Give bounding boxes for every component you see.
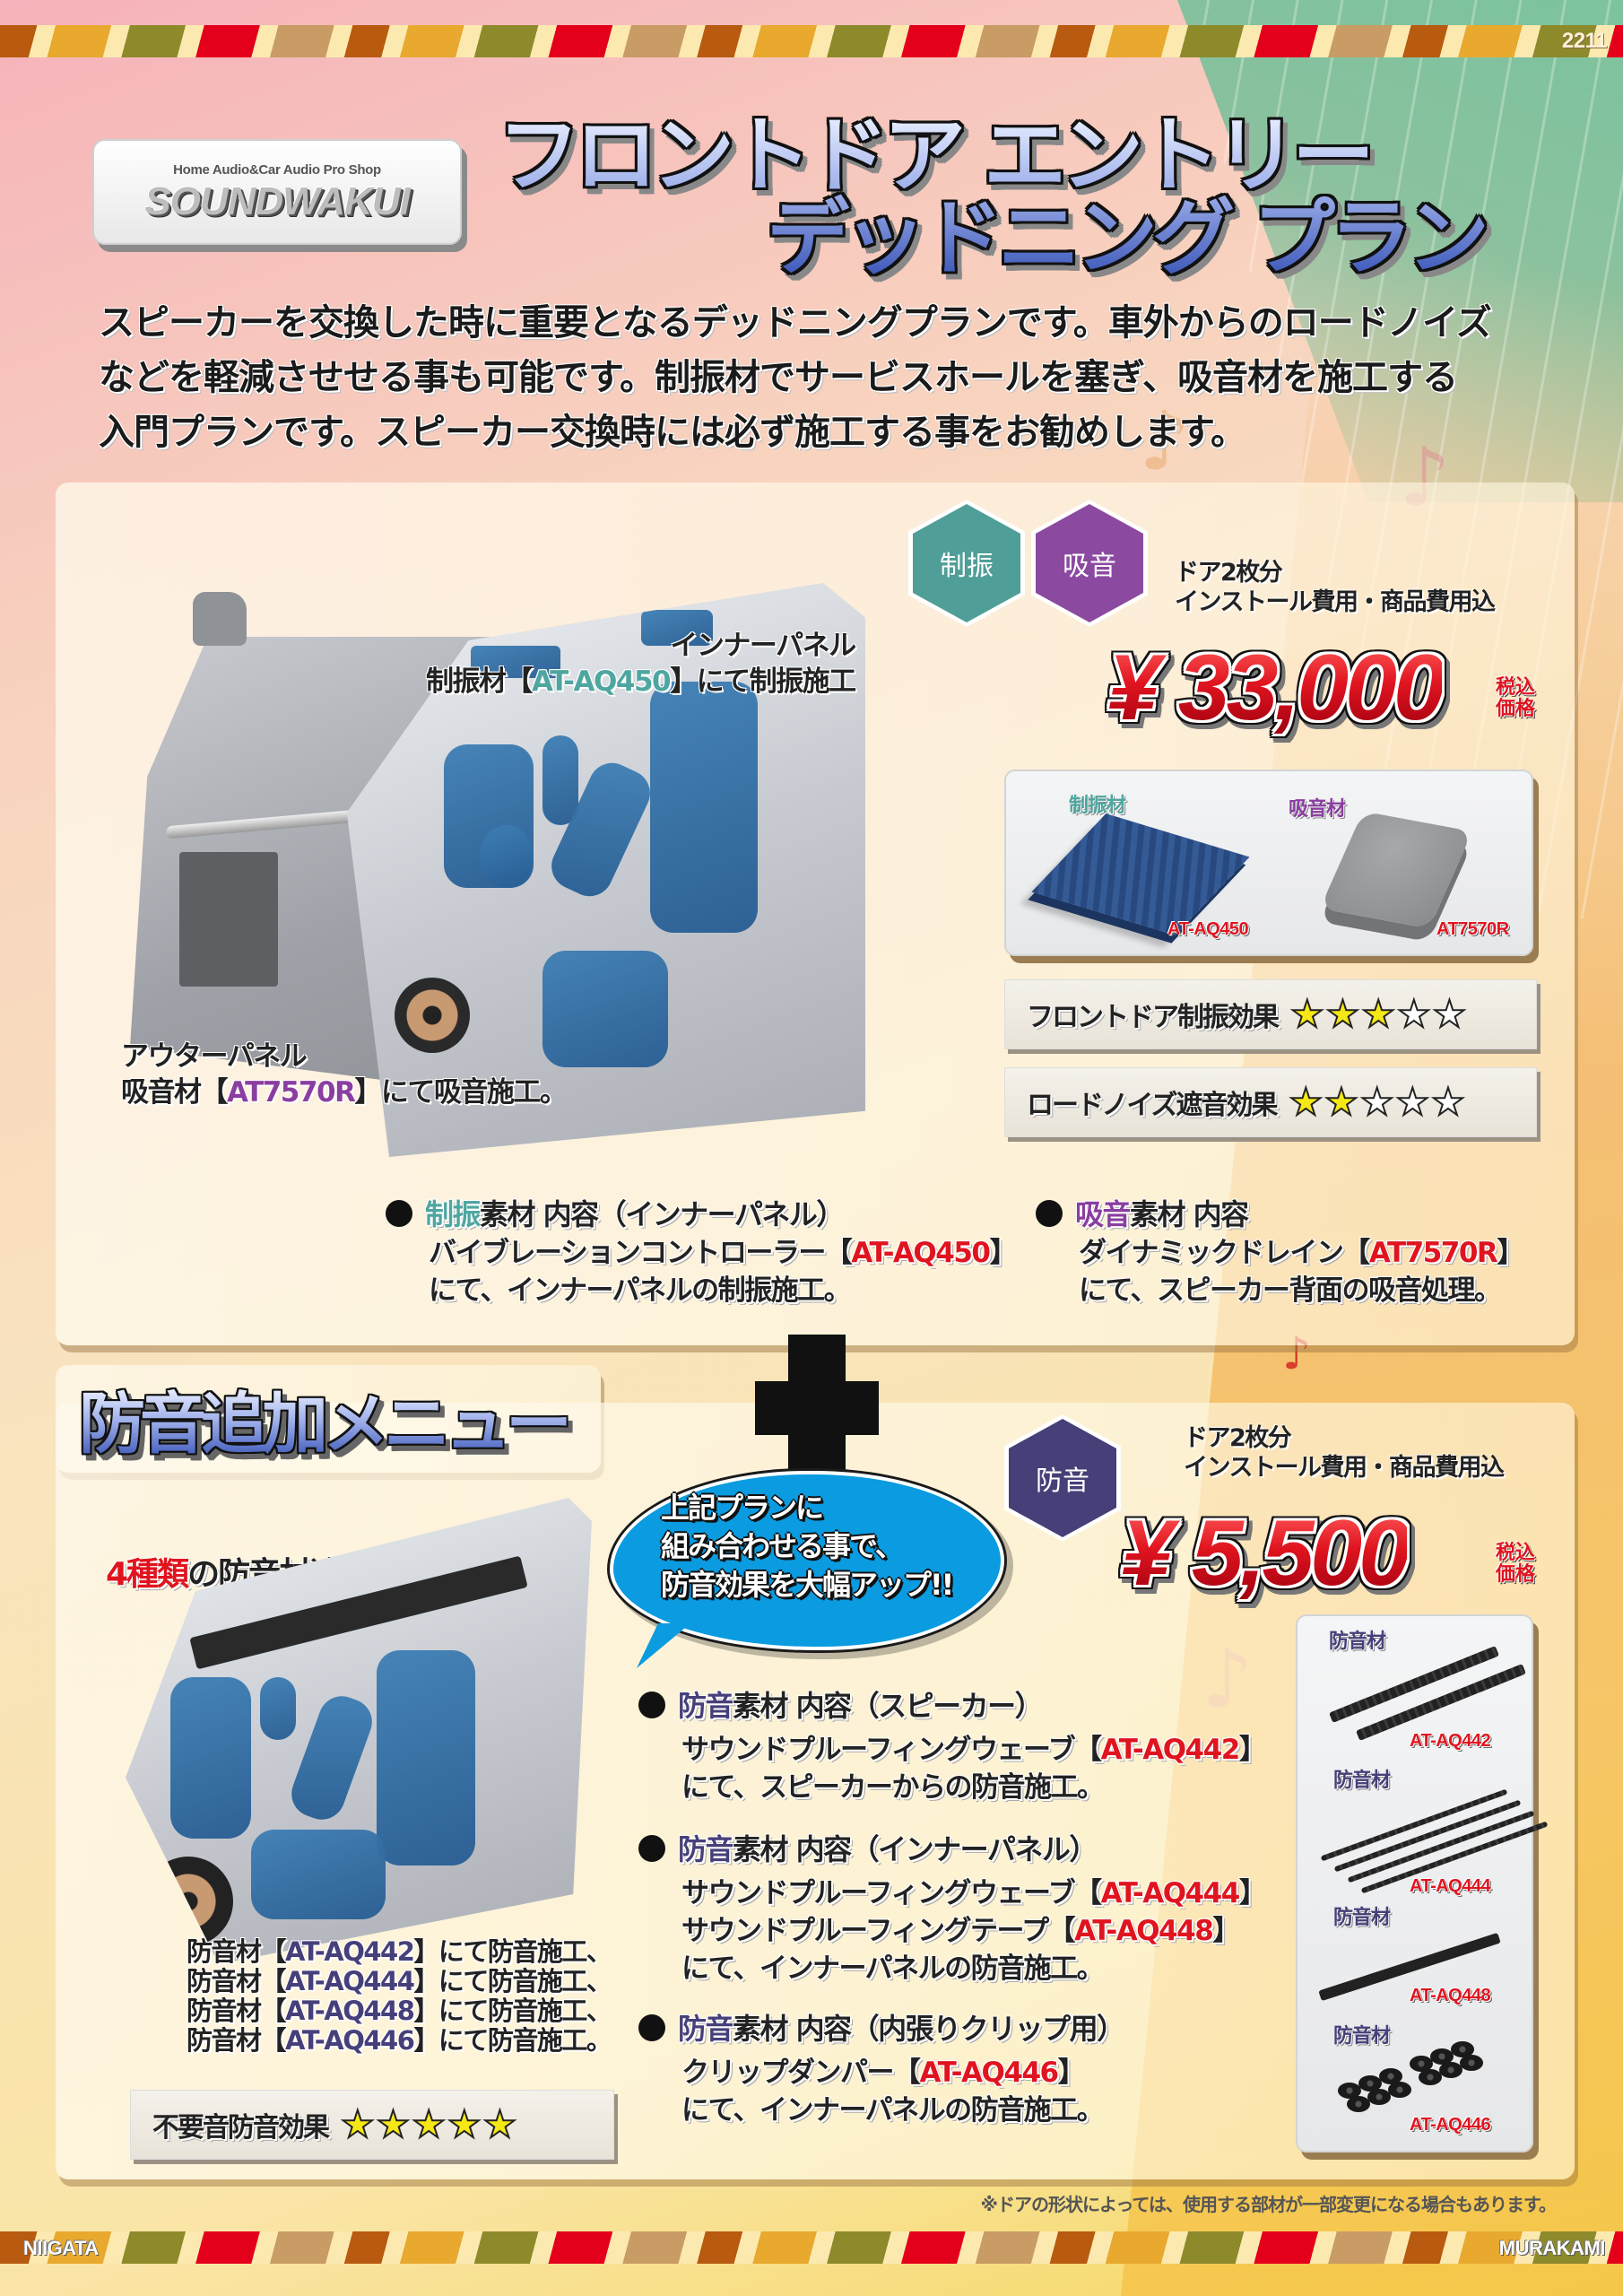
star-empty-icon: ★ bbox=[1396, 992, 1432, 1036]
bullet-icon bbox=[638, 1835, 665, 1862]
product-category: 吸音材 bbox=[1289, 798, 1346, 821]
badge-soundproofing: 防音 bbox=[1009, 1419, 1116, 1537]
star-filled-icon: ★ bbox=[482, 2102, 518, 2146]
product-code: AT-AQ446 bbox=[1410, 2115, 1491, 2135]
bullet-icon bbox=[638, 1692, 665, 1718]
addon-detail-clip: 防音素材 内容（内張りクリップ用） クリップダンパー【AT-AQ446】 にて、… bbox=[638, 2009, 1125, 2129]
inner-panel-annotation: インナーパネル 制振材【AT-AQ450】にて制振施工 bbox=[426, 630, 856, 698]
inner-panel-label: インナーパネル bbox=[670, 630, 856, 662]
intro-text: スピーカーを交換した時に重要となるデッドニングプランです。車外からのロードノイズ… bbox=[99, 296, 1569, 460]
city-label-right: MURAKAMI bbox=[1498, 2237, 1606, 2259]
intro-line-2: などを軽減させせる事も可能です。制振材でサービスホールを塞ぎ、吸音材を施工する bbox=[99, 357, 1458, 398]
addon-title: 防音追加メニュー bbox=[79, 1386, 572, 1463]
star-filled-icon: ★ bbox=[1289, 992, 1325, 1036]
star-filled-icon: ★ bbox=[1325, 992, 1361, 1036]
badge-vibration-damping: 制振 bbox=[913, 504, 1020, 622]
star-filled-icon: ★ bbox=[447, 2102, 482, 2146]
city-label-left: NIIGATA bbox=[23, 2237, 99, 2259]
star-filled-icon: ★ bbox=[1324, 1080, 1359, 1124]
logo-name: SOUNDWAKUI bbox=[144, 179, 411, 223]
plan-product-box: 制振材 AT-AQ450 吸音材 AT7570R bbox=[1004, 770, 1533, 956]
speech-bubble-text: 上記プランに 組み合わせる事で、 防音効果を大幅アップ!! bbox=[661, 1491, 954, 1602]
bullet-icon bbox=[638, 2014, 665, 2041]
plus-icon-bar bbox=[755, 1381, 879, 1435]
addon-price: ¥ 5,500 bbox=[1121, 1501, 1410, 1605]
outer-panel-code: AT7570R bbox=[227, 1076, 356, 1109]
logo-tagline: Home Audio&Car Audio Pro Shop bbox=[173, 162, 381, 178]
rating-soundproofing: 不要音防音効果 ★★★★★ bbox=[130, 2090, 614, 2160]
inner-panel-code: AT-AQ450 bbox=[532, 665, 672, 698]
title-line-1: フロントドア エントリー bbox=[498, 108, 1370, 204]
star-filled-icon: ★ bbox=[1289, 1080, 1324, 1124]
product-code: AT-AQ450 bbox=[1167, 919, 1249, 939]
speech-bubble bbox=[610, 1471, 1004, 1650]
bullet-icon bbox=[1036, 1200, 1063, 1227]
product-code: AT7570R bbox=[1436, 919, 1509, 939]
plan-price-note: ドア2枚分 インストール費用・商品費用込 bbox=[1175, 559, 1496, 616]
shop-logo: Home Audio&Car Audio Pro Shop SOUNDWAKUI bbox=[92, 139, 462, 245]
decorative-band-top bbox=[0, 25, 1623, 57]
product-code: AT-AQ448 bbox=[1410, 1986, 1491, 2005]
star-empty-icon: ★ bbox=[1432, 992, 1468, 1036]
addon-detail-speaker: 防音素材 内容（スピーカー） サウンドプルーフィングウェーブ【AT-AQ442】… bbox=[638, 1686, 1267, 1806]
plan-detail-absorption: 吸音素材 内容 ダイナミックドレイン【AT7570R】 にて、スピーカー背面の吸… bbox=[1036, 1195, 1524, 1309]
star-empty-icon: ★ bbox=[1430, 1080, 1466, 1124]
plan-price: ¥ 33,000 bbox=[1107, 636, 1445, 740]
inner-panel-image bbox=[126, 1498, 592, 1964]
addon-product-box: 防音材 AT-AQ442 防音材 AT-AQ444 防音材 AT-AQ448 防… bbox=[1296, 1614, 1549, 2152]
addon-price-note: ドア2枚分 インストール費用・商品費用込 bbox=[1184, 1424, 1505, 1482]
rating-vibration-damping: フロントドア制振効果 ★★★★★ bbox=[1004, 979, 1537, 1049]
intro-line-3: 入門プランです。スピーカー交換時には必ず施工する事をお勧めします。 bbox=[99, 412, 1246, 453]
outer-panel-annotation: アウターパネル 吸音材【AT7570R】にて吸音施工。 bbox=[121, 1040, 568, 1109]
page-title: フロントドア エントリー デッドニング プラン bbox=[498, 115, 1529, 280]
page-number: 2211 bbox=[1561, 29, 1608, 53]
door-illustration-addon bbox=[108, 1480, 610, 1982]
star-filled-icon: ★ bbox=[376, 2102, 412, 2146]
absorber-sheet-image bbox=[1319, 811, 1473, 929]
product-category: 制振材 bbox=[1069, 795, 1126, 817]
door-illustration-plan bbox=[112, 556, 883, 1166]
star-filled-icon: ★ bbox=[411, 2102, 447, 2146]
star-empty-icon: ★ bbox=[1394, 1080, 1430, 1124]
intro-line-1: スピーカーを交換した時に重要となるデッドニングプランです。車外からのロードノイズ bbox=[99, 302, 1492, 344]
addon-detail-inner-panel: 防音素材 内容（インナーパネル） サウンドプルーフィングウェーブ【AT-AQ44… bbox=[638, 1830, 1267, 1987]
addon-tax-label: 税込 価格 bbox=[1495, 1542, 1535, 1586]
music-note-icon: ♪ bbox=[1139, 395, 1191, 489]
plan-tax-label: 税込 価格 bbox=[1495, 676, 1535, 720]
product-code: AT-AQ442 bbox=[1410, 1731, 1491, 1751]
title-line-2: デッドニング プラン bbox=[767, 190, 1485, 286]
product-category: 防音材 bbox=[1333, 1770, 1391, 1792]
badge-sound-absorption: 吸音 bbox=[1036, 504, 1143, 622]
decorative-band-bottom bbox=[0, 2231, 1623, 2264]
plan-detail-damping: 制振素材 内容（インナーパネル） バイブレーションコントローラー【AT-AQ45… bbox=[386, 1195, 1017, 1309]
addon-applied-list: 防音材【AT-AQ442】にて防音施工、 防音材【AT-AQ444】にて防音施工… bbox=[187, 1936, 612, 2056]
product-category: 防音材 bbox=[1333, 2025, 1391, 2048]
absorber-pad-image bbox=[179, 852, 278, 987]
outer-panel-label: アウターパネル bbox=[121, 1040, 308, 1073]
product-category: 防音材 bbox=[1329, 1631, 1386, 1653]
star-filled-icon: ★ bbox=[340, 2102, 376, 2146]
bullet-icon bbox=[386, 1200, 412, 1227]
star-empty-icon: ★ bbox=[1359, 1080, 1395, 1124]
footnote: ※ドアの形状によっては、使用する部材が一部変更になる場合もあります。 bbox=[980, 2194, 1557, 2215]
damping-sheet-image bbox=[1031, 813, 1250, 935]
star-filled-icon: ★ bbox=[1360, 992, 1396, 1036]
mirror-image bbox=[193, 592, 247, 646]
product-category: 防音材 bbox=[1333, 1907, 1391, 1929]
product-code: AT-AQ444 bbox=[1410, 1876, 1491, 1896]
rating-road-noise: ロードノイズ遮音効果 ★★★★★ bbox=[1004, 1067, 1537, 1137]
